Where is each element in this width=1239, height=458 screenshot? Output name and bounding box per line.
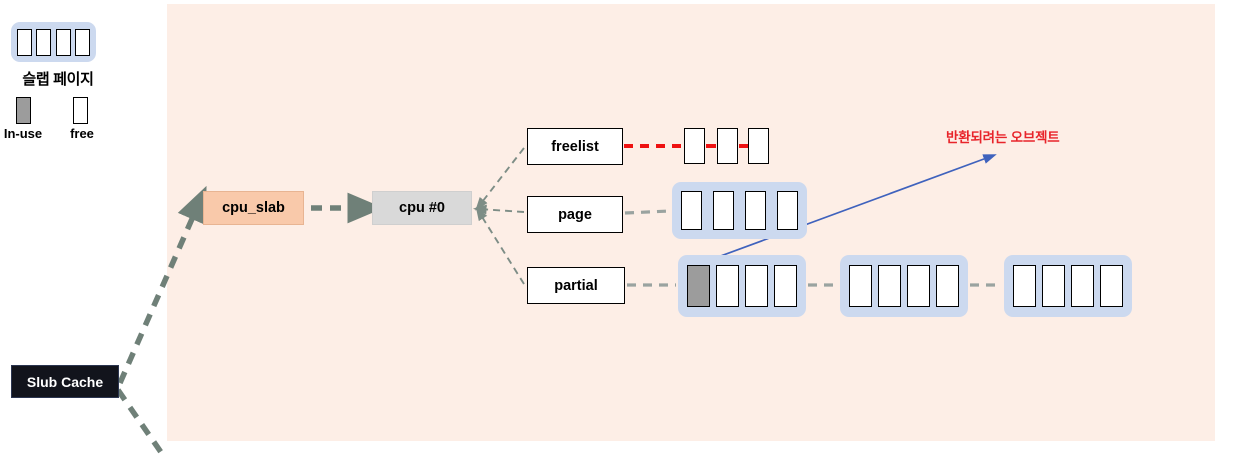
slab-cell-free <box>878 265 901 307</box>
legend-slab-cell <box>36 28 52 56</box>
partial-slab-group-3 <box>1004 255 1132 317</box>
slab-cell-free <box>716 265 739 307</box>
partial-field-box[interactable]: partial <box>527 267 625 304</box>
legend-slab-cell <box>17 28 32 56</box>
partial-slab-group-2 <box>840 255 968 317</box>
slab-cell-free <box>1100 265 1123 307</box>
slab-cell-free <box>777 191 798 230</box>
slab-cell-free <box>1071 265 1094 307</box>
legend-swatch-inuse <box>16 97 31 124</box>
cpu0-node[interactable]: cpu #0 <box>372 191 472 225</box>
page-slab-group <box>672 182 807 239</box>
slab-cell-free <box>713 191 734 230</box>
slab-cell-free <box>849 265 872 307</box>
legend-label-inuse: In-use <box>3 126 43 141</box>
page-field-box[interactable]: page <box>527 196 623 233</box>
freelist-field-box[interactable]: freelist <box>527 128 623 165</box>
slab-cell-free <box>1042 265 1065 307</box>
legend-slab-cell <box>74 28 90 56</box>
legend-slab-page-group <box>11 22 96 62</box>
legend-swatch-free <box>73 97 88 124</box>
cpu-slab-node[interactable]: cpu_slab <box>203 191 304 225</box>
slub-cache-node[interactable]: Slub Cache <box>11 365 119 398</box>
legend-label-free: free <box>70 126 94 141</box>
connector-slubcache-to-below <box>115 388 168 458</box>
return-object-annotation: 반환되려는 오브젝트 <box>946 130 1060 145</box>
legend-slab-cell <box>55 28 71 56</box>
slab-cell-free <box>1013 265 1036 307</box>
legend-slab-page-caption: 슬랩 페이지 <box>22 71 94 88</box>
slab-cell-free <box>745 265 768 307</box>
slab-cell-free <box>936 265 959 307</box>
slab-cell-free <box>681 191 702 230</box>
slab-cell-free <box>774 265 797 307</box>
legend: 슬랩 페이지 In-use free <box>0 0 160 150</box>
slab-cell-free <box>907 265 930 307</box>
partial-slab-group-1 <box>678 255 806 317</box>
freelist-free-cell <box>684 128 705 164</box>
slab-cell-inuse[interactable] <box>687 265 710 307</box>
slab-cell-free <box>745 191 766 230</box>
freelist-free-cell <box>717 128 738 164</box>
freelist-free-cell <box>748 128 769 164</box>
